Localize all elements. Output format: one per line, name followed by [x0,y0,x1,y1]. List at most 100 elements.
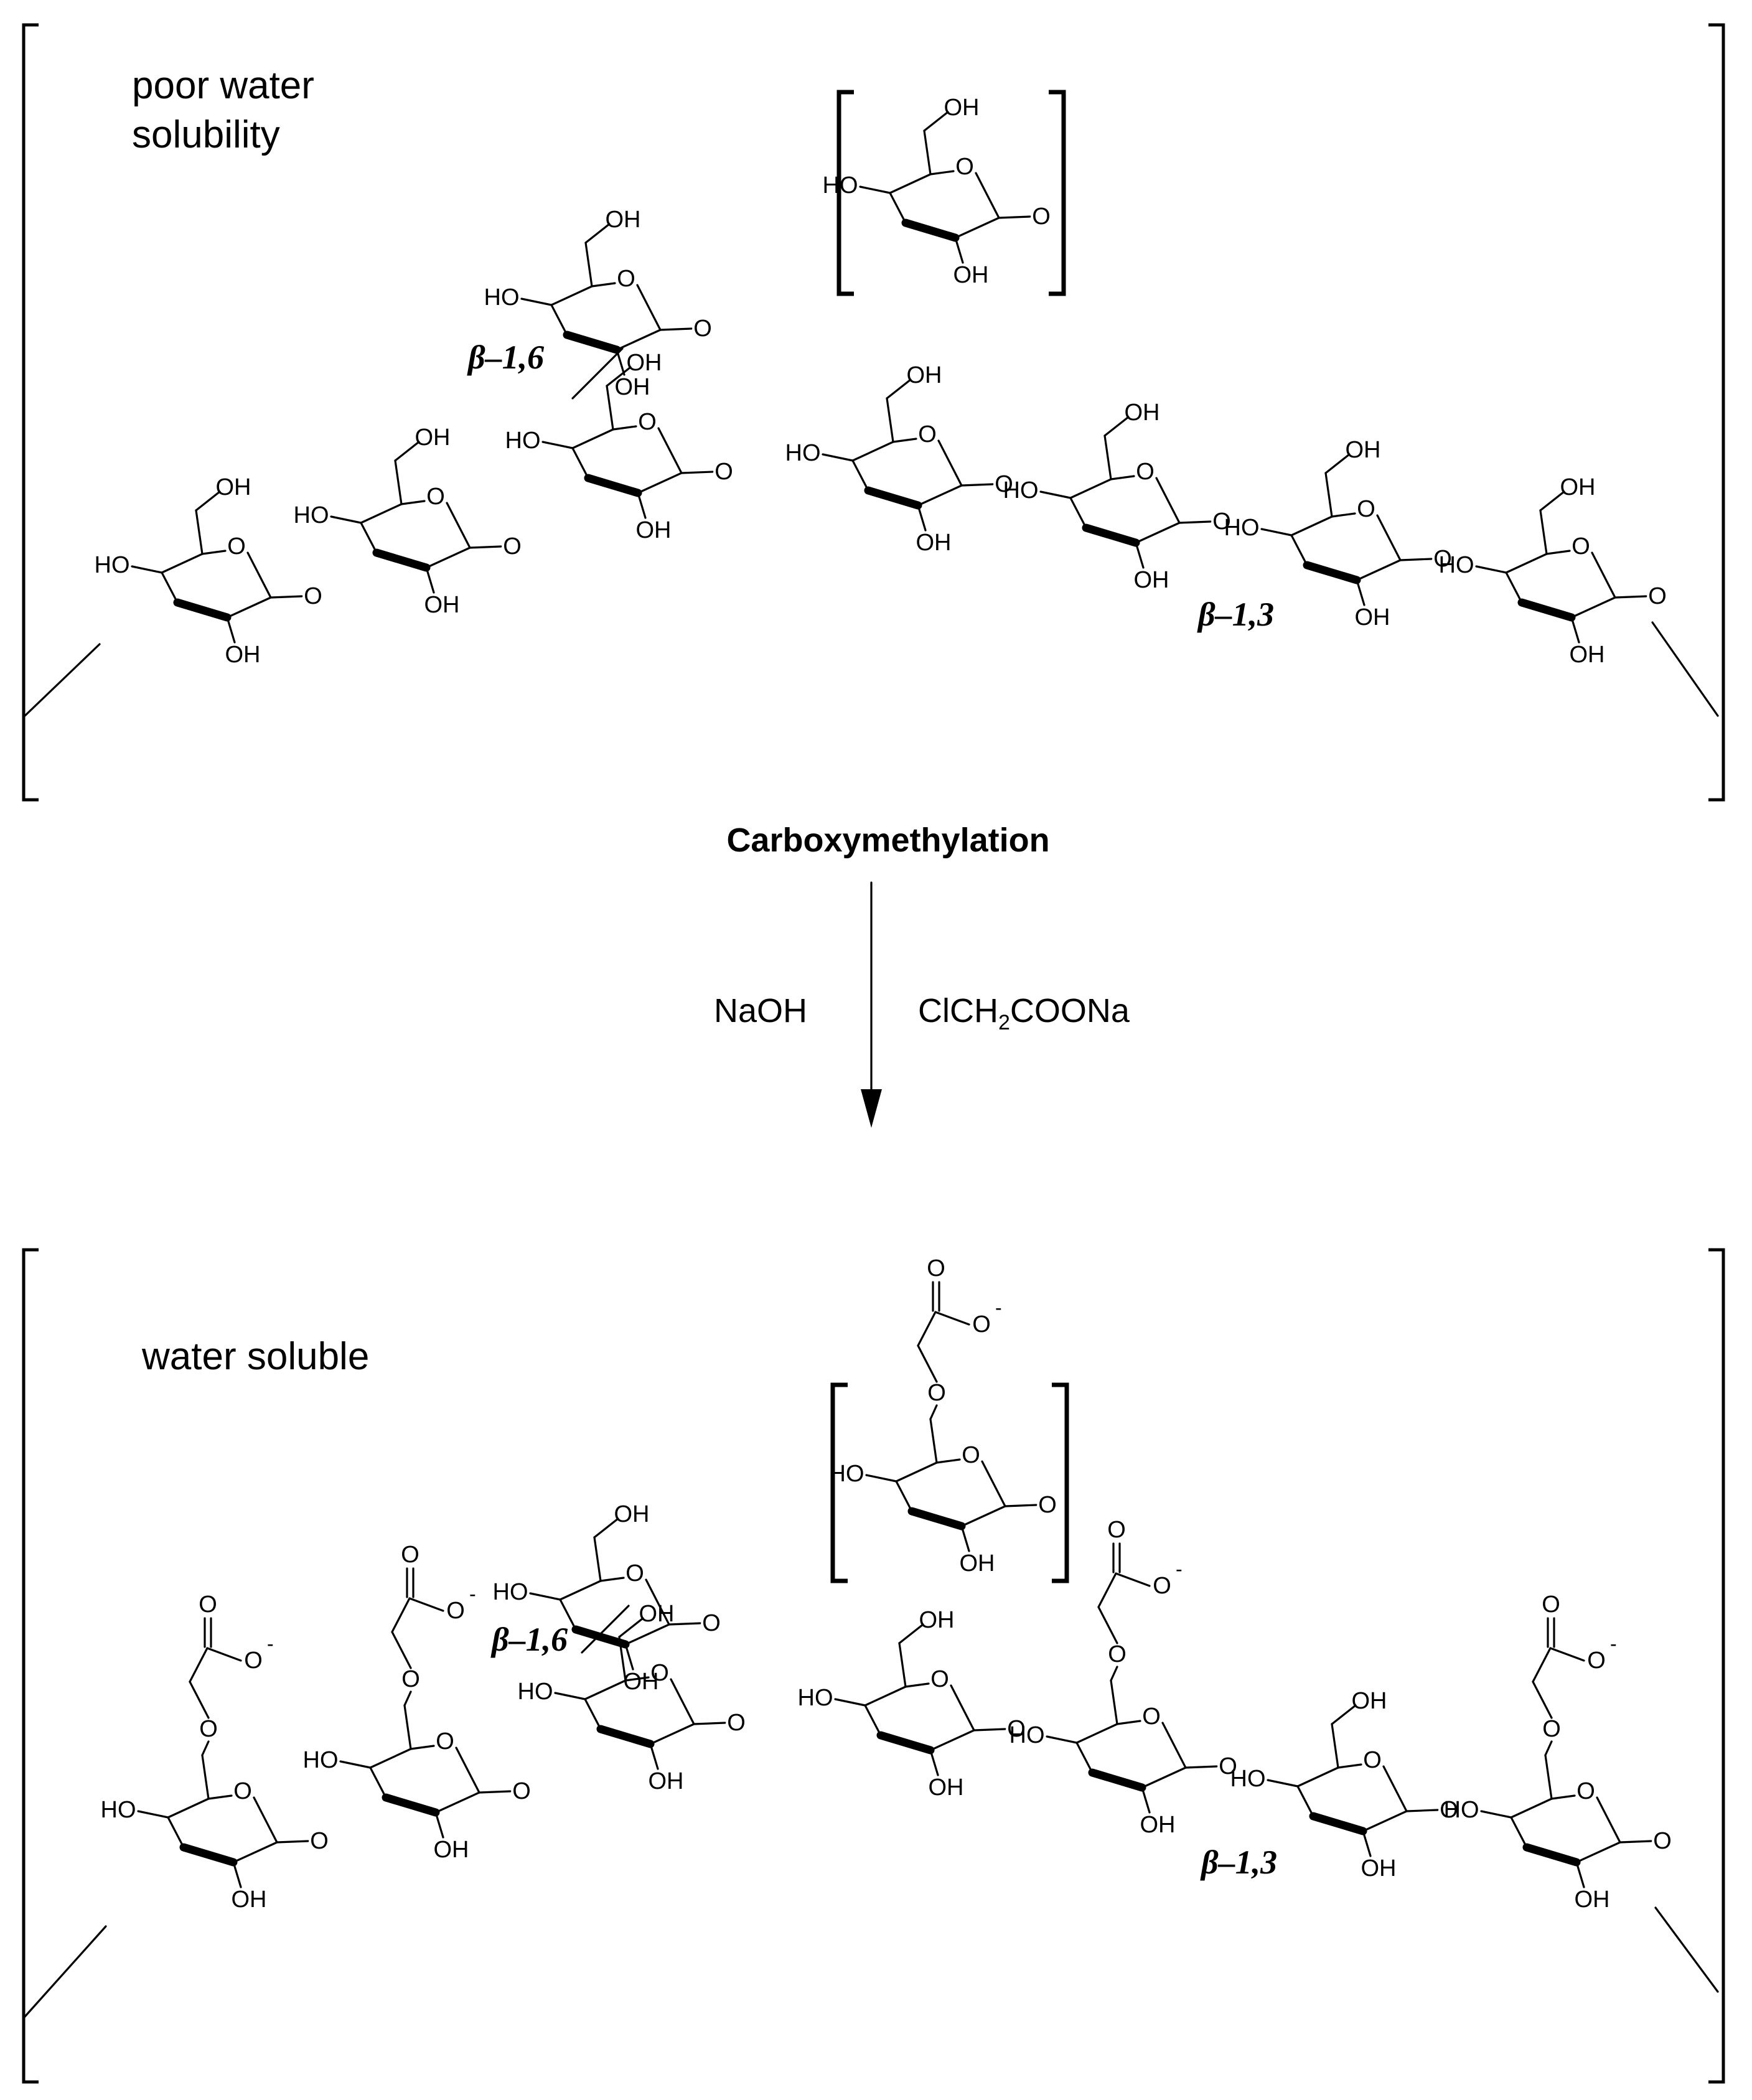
hydroxyl-c4: HO [829,1461,864,1487]
hydroxyl-c4: HO [95,552,130,578]
bold-bond [571,1625,630,1649]
bond-line [917,1311,937,1347]
bold-bond [901,218,960,242]
ring-oxygen-atom: O [1576,1778,1595,1804]
bond-line [1539,490,1565,512]
bold-bond [907,1507,966,1530]
bond-line [1575,1861,1585,1888]
bond-line [1324,453,1351,474]
carboxymethyl-group: OO-O [1532,1591,1617,1742]
bond-line [232,1841,278,1863]
glycosidic-oxygen-atom: O [1219,1753,1237,1779]
bond-line [330,515,362,524]
bold-bond [864,486,922,510]
bond-line [1376,514,1402,561]
bond-line [929,1729,975,1751]
bond-line [1591,551,1616,599]
ring-oxygen-atom: O [962,1442,980,1468]
bond-line [360,503,403,524]
bond-line [201,1740,210,1756]
hydroxyl-c4: HO [798,1685,833,1711]
atom-mask [1541,1720,1562,1741]
bond-line [1069,497,1087,529]
atom-mask [1135,462,1156,484]
ether-oxygen-atom: O [1542,1716,1561,1742]
bold-bond [1309,1812,1367,1835]
bond-line [1505,553,1548,574]
hydroxyl-c2: OH [1134,567,1169,593]
hydroxyl-c4: HO [294,502,329,528]
bond-line [1135,522,1181,544]
ether-oxygen-atom: O [927,1380,946,1406]
glycosidic-oxygen-atom: O [1653,1828,1672,1854]
carboxymethyl-group: OO-O [1097,1517,1183,1667]
carboxymethyl-group: OO-O [391,1542,476,1692]
bond-line [889,192,907,224]
bond-line [425,566,435,594]
atom-mask [954,157,975,179]
bond-line [1532,1647,1552,1683]
bond-line [1039,490,1072,499]
bold-bond [1088,1768,1146,1792]
bond-line [693,1722,726,1725]
bond-line [1614,595,1647,599]
top-right-bracket [1708,23,1725,802]
glycosidic-oxygen-atom: O [512,1778,531,1804]
top-beta-1-6-label: β–1,6 [467,339,544,376]
atom-mask [637,413,658,434]
negative-charge: - [995,1296,1002,1319]
top-label-line1: poor water [132,64,314,107]
hydroxyl-c4: HO [1439,552,1474,578]
top-chain-end-right [1651,621,1719,717]
bond-line [1260,528,1293,537]
bond-line [1480,1810,1512,1819]
bond-line [975,172,1000,219]
bond-line [559,1598,577,1631]
hydroxyl-c6: OH [627,350,662,376]
bond-line [520,298,553,306]
ring-oxygen-atom: O [227,533,246,560]
bond-line [950,1684,975,1732]
hydroxyl-c2: OH [1140,1812,1176,1838]
bond-line [1097,1572,1117,1608]
bond-line [541,441,574,449]
bond-line [973,1728,1006,1732]
reaction-arrow-head [861,1089,882,1128]
bond-line [886,378,912,400]
atom-mask [1031,207,1052,228]
bond-line [1178,520,1212,524]
carboxylate-oxygen-atom: O [446,1598,465,1624]
ether-oxygen-atom: O [199,1716,218,1742]
bond-line [981,1460,1006,1507]
bond-line [369,1748,412,1769]
bold-bond [372,548,431,572]
atom-mask [701,1614,722,1635]
bond-line [1267,1779,1299,1788]
bond-line [954,217,1000,239]
hydroxyl-c4: HO [493,1579,528,1605]
bond-line [253,1796,278,1844]
bond-line [851,441,894,462]
bond-line [929,1749,939,1776]
ring-oxygen-atom: O [436,1728,454,1755]
hydroxyl-c4: HO [484,284,520,311]
bond-line [1405,1809,1439,1812]
bond-line [400,500,426,505]
atom-mask [624,1564,645,1585]
bond-line [394,459,403,505]
reaction-conditions: Carboxymethylation NaOH ClCH2COONa [714,822,1130,1128]
bond-line [1103,416,1130,437]
bond-line [571,347,624,400]
bond-line [1570,616,1580,644]
bond-line [1115,1572,1151,1587]
atom-mask [929,1670,950,1691]
bond-line [131,565,163,574]
bold-bond [1303,561,1361,584]
bottom-sidechain-right-bracket [1052,1382,1069,1583]
bond-line [937,439,963,487]
bond-line [408,1597,444,1612]
